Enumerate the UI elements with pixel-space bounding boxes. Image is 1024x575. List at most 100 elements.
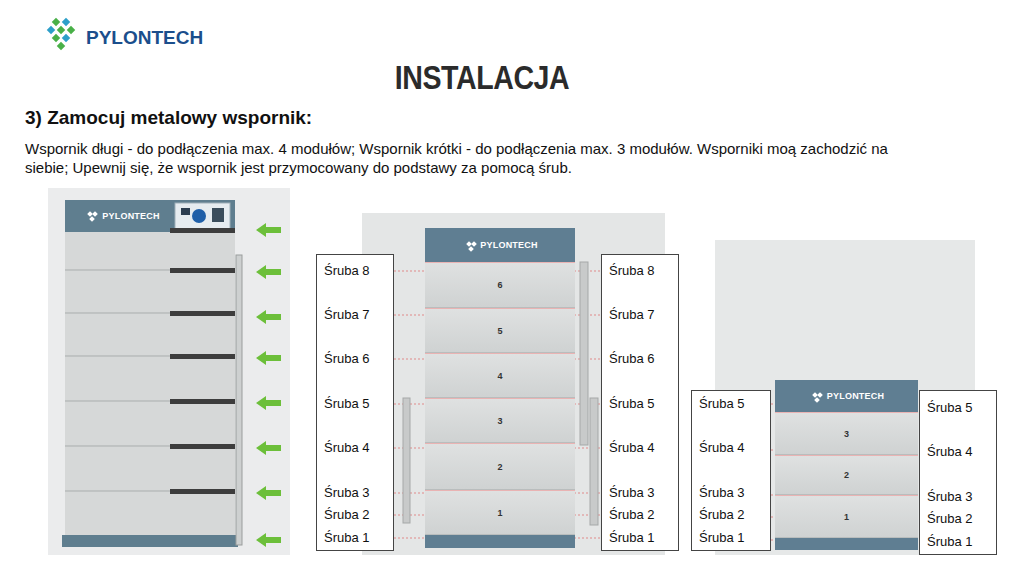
icon-dot [87, 211, 93, 217]
seam-line [65, 446, 170, 447]
controller-icon [466, 241, 477, 252]
battery-base [425, 535, 575, 548]
controller-box: PYLONTECH [65, 200, 175, 232]
screw-label: Śruba 2 [927, 511, 973, 527]
screw-label: Śruba 6 [324, 351, 370, 367]
slide-title: INSTALACJA [395, 58, 570, 97]
connector-socket [192, 209, 206, 223]
slit [170, 228, 235, 233]
battery-base [775, 538, 918, 550]
photo-background [48, 188, 290, 555]
module-number: 2 [844, 470, 849, 480]
module-number: 6 [497, 280, 502, 290]
screw-lines [394, 271, 601, 538]
slit [170, 311, 235, 316]
arrow [256, 351, 281, 365]
screw-label: Śruba 1 [699, 530, 745, 546]
arrow [256, 441, 281, 455]
icon-dot [812, 392, 818, 398]
controller-shape [775, 380, 918, 412]
screw-label: Śruba 5 [699, 396, 745, 412]
screw-label: Śruba 3 [699, 485, 745, 501]
icon-dot [817, 392, 823, 398]
module-number: 3 [844, 429, 849, 439]
battery-module: 4 [425, 353, 575, 398]
seam-line [65, 270, 170, 271]
icon-dot [814, 397, 820, 403]
battery-module: 2 [775, 455, 918, 495]
arrow [256, 310, 281, 324]
screw-label: Śruba 4 [699, 440, 745, 456]
metal-bracket [403, 398, 410, 523]
slit [170, 268, 235, 273]
screw-lines [771, 404, 919, 540]
logo-dot [57, 42, 65, 50]
instruction-text: Wspornik długi - do podłączenia max. 4 m… [25, 139, 905, 177]
battery-module: 3 [775, 412, 918, 455]
slit [170, 489, 235, 494]
connector-panel [175, 203, 230, 229]
screw-label: Śruba 7 [324, 307, 370, 323]
icon-dot [468, 246, 474, 252]
module-number: 4 [497, 371, 502, 381]
controller-box: PYLONTECH [775, 380, 918, 412]
metal-bracket [580, 262, 588, 445]
logo-dot [62, 34, 70, 42]
brand-text: PYLONTECH [480, 240, 537, 250]
arrow [256, 396, 281, 410]
screw-label: Śruba 5 [324, 396, 370, 412]
arrow [256, 265, 281, 279]
battery-body [65, 232, 235, 535]
connector-port [181, 208, 190, 215]
logo-dot [67, 26, 75, 34]
logo-text: PYLONTECH [86, 27, 203, 49]
seam-line [65, 356, 170, 357]
icon-dot [466, 241, 472, 247]
module-number: 1 [497, 508, 502, 518]
controller-icon [812, 392, 823, 403]
screw-label: Śruba 2 [324, 507, 370, 523]
slit [170, 399, 235, 404]
seam-line [65, 491, 170, 492]
controller-icon [87, 211, 98, 222]
battery-controller [65, 200, 235, 232]
logo-icon [47, 18, 75, 50]
screw-label: Śruba 5 [609, 396, 655, 412]
battery-module: 3 [425, 398, 575, 443]
icon-dot [471, 241, 477, 247]
screw-label: Śruba 1 [927, 534, 973, 550]
screw-label: Śruba 1 [324, 530, 370, 546]
module-number: 1 [844, 512, 849, 522]
screw-label: Śruba 7 [609, 307, 655, 323]
seam-line [65, 313, 170, 314]
module-slits [170, 228, 235, 494]
screw-label: Śruba 4 [609, 440, 655, 456]
screw-list-box: Śruba 5Śruba 4Śruba 3Śruba 2Śruba 1 [919, 390, 997, 555]
brand-text: PYLONTECH [102, 211, 159, 221]
arrow [256, 486, 281, 500]
logo-dot [62, 18, 70, 26]
screw-label: Śruba 8 [324, 263, 370, 279]
battery-module: 2 [425, 443, 575, 490]
battery-module: 1 [425, 490, 575, 535]
screw-list-box: Śruba 8Śruba 7Śruba 6Śruba 5Śruba 4Śruba… [601, 254, 679, 551]
slit [170, 354, 235, 359]
arrow [256, 533, 281, 547]
green-arrows [256, 223, 281, 547]
metal-bracket [590, 398, 598, 525]
seam-line [65, 401, 170, 402]
screw-label: Śruba 4 [927, 444, 973, 460]
module-number: 2 [497, 462, 502, 472]
brand-text: PYLONTECH [827, 391, 884, 401]
slit [170, 444, 235, 449]
battery-module: 5 [425, 308, 575, 353]
screw-label: Śruba 1 [609, 530, 655, 546]
connector-port [212, 208, 224, 222]
screw-label: Śruba 4 [324, 440, 370, 456]
screw-list-box: Śruba 8 Śruba 7 Śruba 6 Śruba 5 Śruba 4 Śruba… [316, 254, 394, 551]
controller-box: PYLONTECH [425, 228, 575, 262]
metal-bracket [236, 255, 242, 545]
icon-dot [92, 211, 98, 217]
logo-dot [52, 34, 60, 42]
